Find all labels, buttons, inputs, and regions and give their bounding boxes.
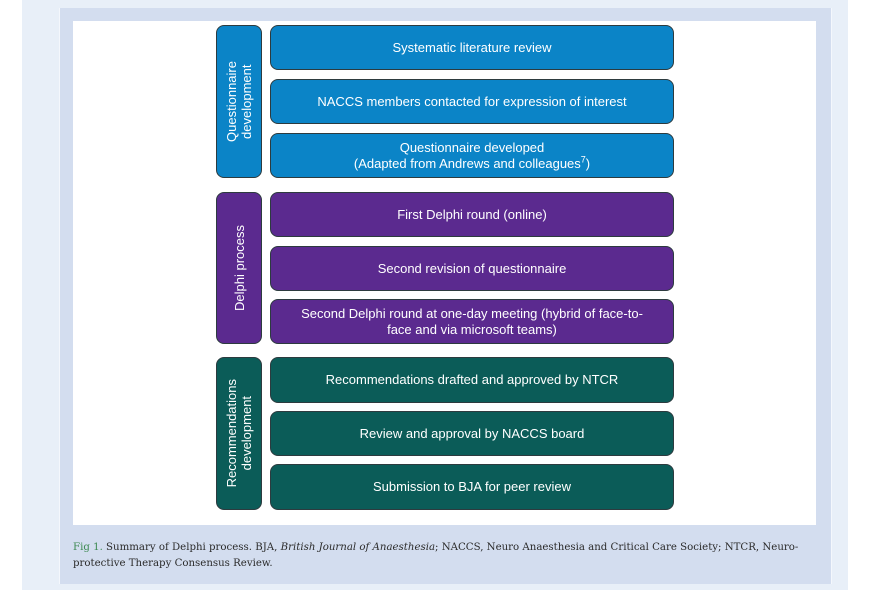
group-label-questionnaire-development: Questionnaire development bbox=[216, 25, 262, 178]
group-label-text: Recommendations development bbox=[224, 379, 254, 488]
step-second-revision: Second revision of questionnaire bbox=[270, 246, 674, 291]
step-submission-bja: Submission to BJA for peer review bbox=[270, 464, 674, 510]
group-label-text: Delphi process bbox=[231, 225, 247, 311]
figure-caption: Fig 1. Summary of Delphi process. BJA, B… bbox=[73, 540, 818, 572]
step-recommendations-drafted: Recommendations drafted and approved by … bbox=[270, 357, 674, 403]
group-label-recommendations-development: Recommendations development bbox=[216, 357, 262, 510]
step-text: Second Delphi round at one-day meeting (… bbox=[301, 305, 643, 337]
step-text-main: Questionnaire developed (Adapted from An… bbox=[353, 139, 581, 171]
step-naccs-members-contacted: NACCS members contacted for expression o… bbox=[270, 79, 674, 124]
step-text: Submission to BJA for peer review bbox=[373, 479, 571, 494]
step-text: Review and approval by NACCS board bbox=[359, 425, 585, 441]
step-text: Questionnaire developed (Adapted from An… bbox=[354, 140, 590, 172]
step-text-suffix: ) bbox=[585, 155, 591, 171]
step-text: NACCS members contacted for expression o… bbox=[317, 93, 627, 109]
step-review-approval-naccs: Review and approval by NACCS board bbox=[270, 411, 674, 456]
step-questionnaire-developed: Questionnaire developed (Adapted from An… bbox=[270, 133, 674, 178]
step-text: First Delphi round (online) bbox=[397, 206, 547, 222]
group-label-delphi-process: Delphi process bbox=[216, 192, 262, 344]
figure-label: Fig 1. bbox=[73, 542, 103, 553]
citation-superscript: 7 bbox=[580, 154, 586, 165]
step-second-delphi-round: Second Delphi round at one-day meeting (… bbox=[270, 299, 674, 344]
step-text: Recommendations drafted and approved by … bbox=[325, 372, 619, 387]
step-systematic-literature-review: Systematic literature review bbox=[270, 25, 674, 70]
step-first-delphi-round: First Delphi round (online) bbox=[270, 192, 674, 237]
caption-text-1: Summary of Delphi process. BJA, bbox=[102, 542, 281, 553]
caption-text-2: ; NACCS, Neuro Anaesthesia and Critical … bbox=[73, 542, 799, 569]
step-text: Second revision of questionnaire bbox=[377, 260, 567, 276]
step-text: Systematic literature review bbox=[392, 39, 552, 55]
group-label-text: Questionnaire development bbox=[224, 61, 254, 142]
caption-italic-journal: British Journal of Anaesthesia bbox=[280, 542, 436, 553]
